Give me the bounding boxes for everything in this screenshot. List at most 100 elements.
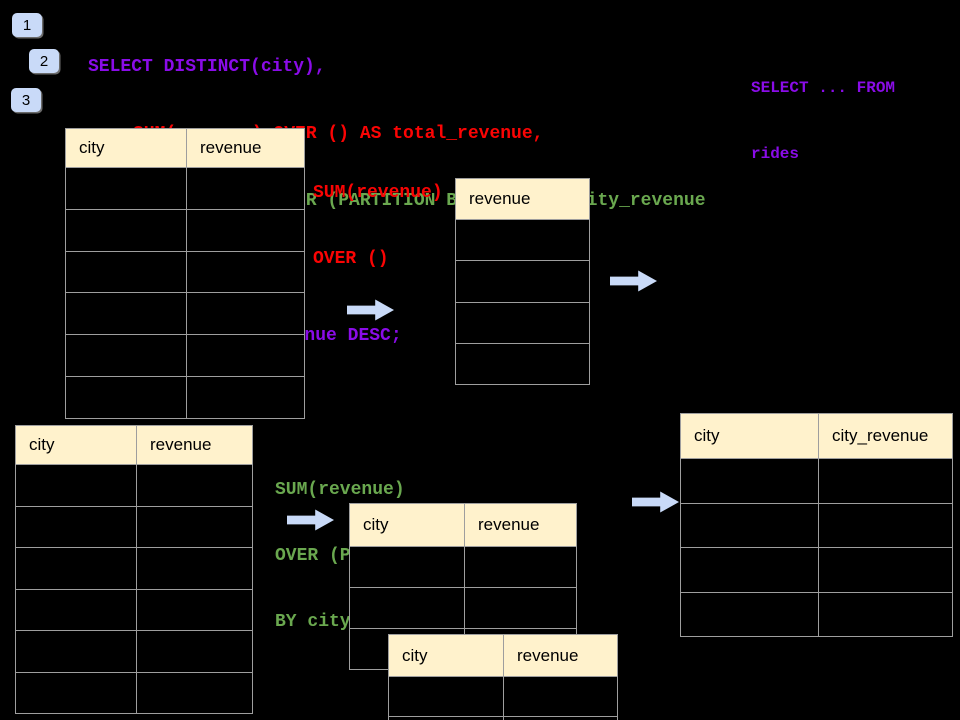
arrow-right-icon bbox=[632, 491, 679, 513]
empty-cell bbox=[681, 504, 818, 548]
annotation-partition-line-3: BY city) bbox=[275, 612, 362, 632]
empty-cell bbox=[464, 547, 576, 587]
annotation-total-revenue: SUM(revenue) OVER () bbox=[313, 138, 443, 292]
empty-cell bbox=[186, 293, 304, 335]
empty-cell bbox=[136, 506, 252, 547]
empty-cell bbox=[136, 465, 252, 506]
empty-cell bbox=[186, 168, 304, 209]
column-header-city: city bbox=[29, 435, 55, 454]
empty-cell bbox=[66, 210, 186, 251]
empty-cell bbox=[16, 507, 136, 548]
table-body bbox=[681, 458, 952, 636]
column-header-revenue: revenue bbox=[464, 504, 576, 546]
side-note-select-from-rides: SELECT ... FROM rides bbox=[751, 33, 895, 187]
annotation-total-line-1: SUM(revenue) bbox=[313, 183, 443, 203]
empty-cell bbox=[503, 717, 617, 720]
empty-cell bbox=[456, 303, 589, 343]
empty-cell bbox=[818, 459, 952, 503]
table-row bbox=[16, 464, 252, 506]
table-header-row: city revenue bbox=[16, 426, 252, 464]
empty-cell bbox=[16, 631, 136, 672]
table-row bbox=[66, 250, 304, 293]
empty-cell bbox=[389, 677, 503, 716]
table-header-row: city revenue bbox=[66, 129, 304, 167]
column-header-city: city bbox=[694, 426, 720, 445]
table-row bbox=[456, 219, 589, 260]
empty-cell bbox=[66, 293, 186, 334]
annotation-total-line-2: OVER () bbox=[313, 249, 389, 269]
empty-cell bbox=[136, 589, 252, 630]
table-total-revenue-result: revenue bbox=[455, 178, 590, 386]
empty-cell bbox=[16, 548, 136, 589]
table-row bbox=[389, 716, 617, 720]
empty-cell bbox=[456, 344, 589, 384]
empty-cell bbox=[681, 593, 818, 637]
side-note-line-1: SELECT ... FROM bbox=[751, 79, 896, 97]
empty-cell bbox=[818, 548, 952, 592]
table-body bbox=[456, 219, 589, 384]
column-header-revenue: revenue bbox=[186, 129, 304, 167]
column-header-revenue: revenue bbox=[503, 635, 617, 676]
empty-cell bbox=[66, 335, 186, 376]
sql-line-select: SELECT DISTINCT(city), bbox=[88, 56, 326, 77]
empty-cell bbox=[16, 465, 136, 506]
table-row bbox=[681, 547, 952, 592]
empty-cell bbox=[350, 547, 464, 587]
step-badge-2: 2 bbox=[29, 49, 59, 73]
empty-cell bbox=[186, 209, 304, 251]
empty-cell bbox=[16, 673, 136, 714]
column-header-city: city bbox=[402, 645, 428, 665]
table-row bbox=[350, 587, 576, 628]
table-row bbox=[350, 546, 576, 587]
empty-cell bbox=[66, 377, 186, 418]
empty-cell bbox=[186, 376, 304, 418]
table-row bbox=[681, 458, 952, 503]
table-row bbox=[66, 375, 304, 418]
table-body bbox=[389, 676, 617, 720]
table-row bbox=[66, 167, 304, 209]
table-row bbox=[456, 342, 589, 384]
table-row bbox=[66, 334, 304, 376]
table-header-row: city city_revenue bbox=[681, 414, 952, 458]
empty-cell bbox=[16, 590, 136, 631]
table-partition-group-b: city revenue bbox=[388, 634, 618, 720]
empty-cell bbox=[136, 548, 252, 589]
empty-cell bbox=[818, 592, 952, 636]
column-header-revenue: revenue bbox=[136, 426, 252, 464]
empty-cell bbox=[186, 251, 304, 293]
table-row bbox=[389, 676, 617, 716]
table-row bbox=[16, 505, 252, 548]
table-row bbox=[16, 630, 252, 672]
column-header-city: city bbox=[363, 515, 389, 534]
empty-cell bbox=[136, 631, 252, 672]
table-header-row: city revenue bbox=[350, 504, 576, 546]
empty-cell bbox=[818, 503, 952, 547]
table-row bbox=[16, 588, 252, 631]
side-note-line-2: rides bbox=[751, 145, 800, 163]
table-header-row: city revenue bbox=[389, 635, 617, 676]
table-row bbox=[681, 502, 952, 548]
table-body bbox=[16, 464, 252, 713]
table-city-revenue-result: city city_revenue bbox=[680, 413, 953, 637]
empty-cell bbox=[456, 261, 589, 301]
empty-cell bbox=[186, 335, 304, 376]
column-header-revenue: revenue bbox=[469, 189, 531, 208]
step-badge-1: 1 bbox=[12, 13, 42, 37]
step-badge-3: 3 bbox=[11, 88, 41, 112]
empty-cell bbox=[456, 220, 589, 260]
table-row bbox=[66, 292, 304, 335]
empty-cell bbox=[681, 459, 818, 503]
table-row bbox=[456, 260, 589, 301]
column-header-city: city bbox=[79, 138, 105, 157]
table-row bbox=[456, 301, 589, 343]
table-header-row: revenue bbox=[456, 179, 589, 219]
table-row bbox=[16, 671, 252, 714]
column-header-city-revenue: city_revenue bbox=[818, 414, 952, 458]
empty-cell bbox=[350, 588, 464, 628]
table-rides-source-top: city revenue bbox=[65, 128, 305, 419]
empty-cell bbox=[464, 588, 576, 628]
empty-cell bbox=[136, 672, 252, 713]
table-rides-source-bottom: city revenue bbox=[15, 425, 253, 714]
table-row bbox=[681, 591, 952, 637]
table-body bbox=[66, 167, 304, 418]
